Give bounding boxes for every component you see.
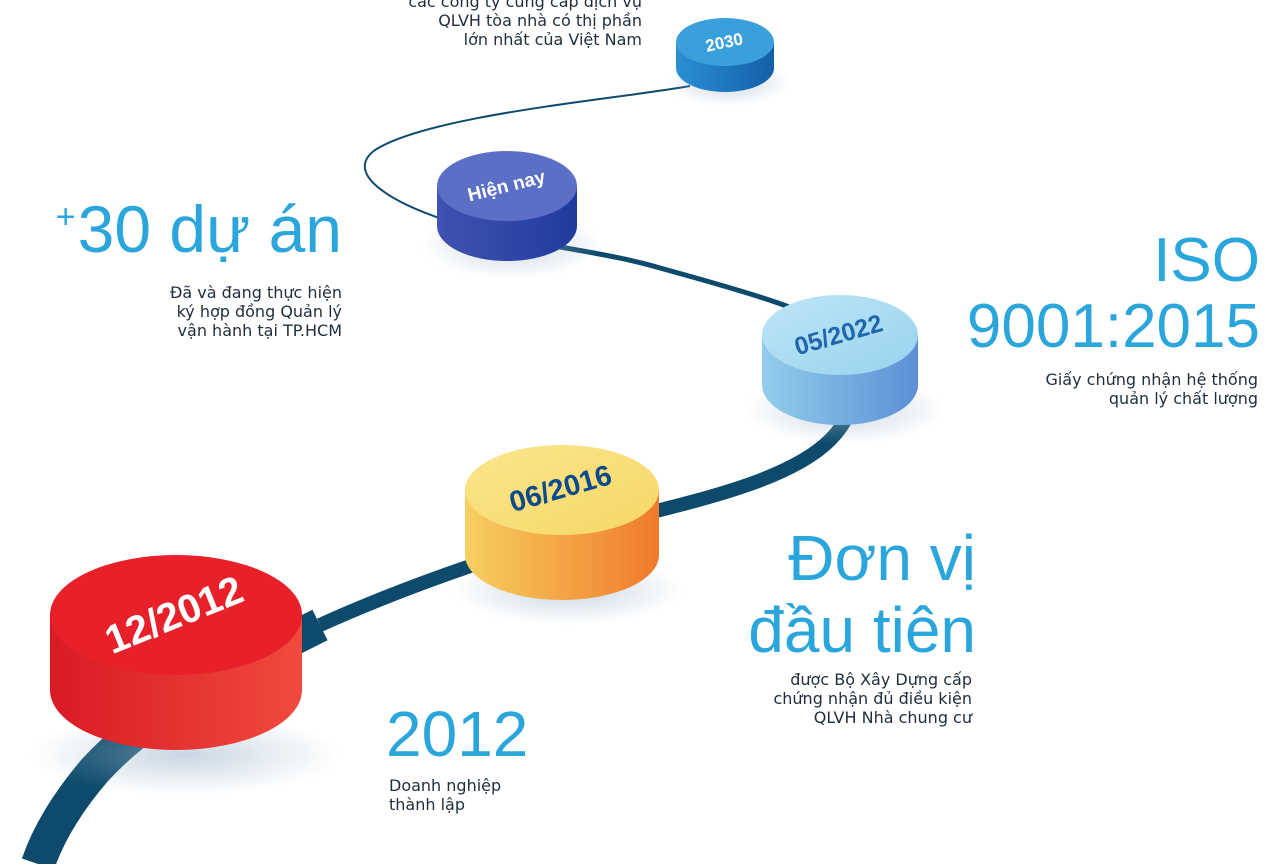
heading-2022: ISO 9001:2015 — [966, 226, 1260, 361]
heading-2012: 2012 — [386, 698, 529, 770]
disc-2030: 2030 — [666, 18, 790, 106]
desc-2016: được Bộ Xây Dựng cấp chứng nhận đủ điều … — [773, 670, 972, 727]
desc-2022: Giấy chứng nhận hệ thống quản lý chất lư… — [1045, 370, 1258, 408]
heading-now-sup: + — [55, 198, 76, 236]
disc-2012: 12/2012 — [30, 555, 340, 795]
disc-2016: 06/2016 — [453, 445, 683, 625]
heading-2016: Đơn vị đầu tiên — [748, 522, 976, 666]
heading-now-text: 30 dự án — [77, 192, 342, 266]
desc-2030: các công ty cung cấp dịch vụ QLVH tòa nh… — [408, 0, 642, 49]
heading-now: +30 dự án — [56, 196, 342, 262]
disc-2022: 05/2022 — [745, 295, 945, 444]
disc-now: Hiện nay — [422, 151, 602, 279]
desc-now: Đã và đang thực hiện ký hợp đồng Quản lý… — [170, 283, 342, 340]
timeline-path-thin — [363, 85, 691, 221]
desc-2012: Doanh nghiệp thành lập — [389, 776, 502, 814]
